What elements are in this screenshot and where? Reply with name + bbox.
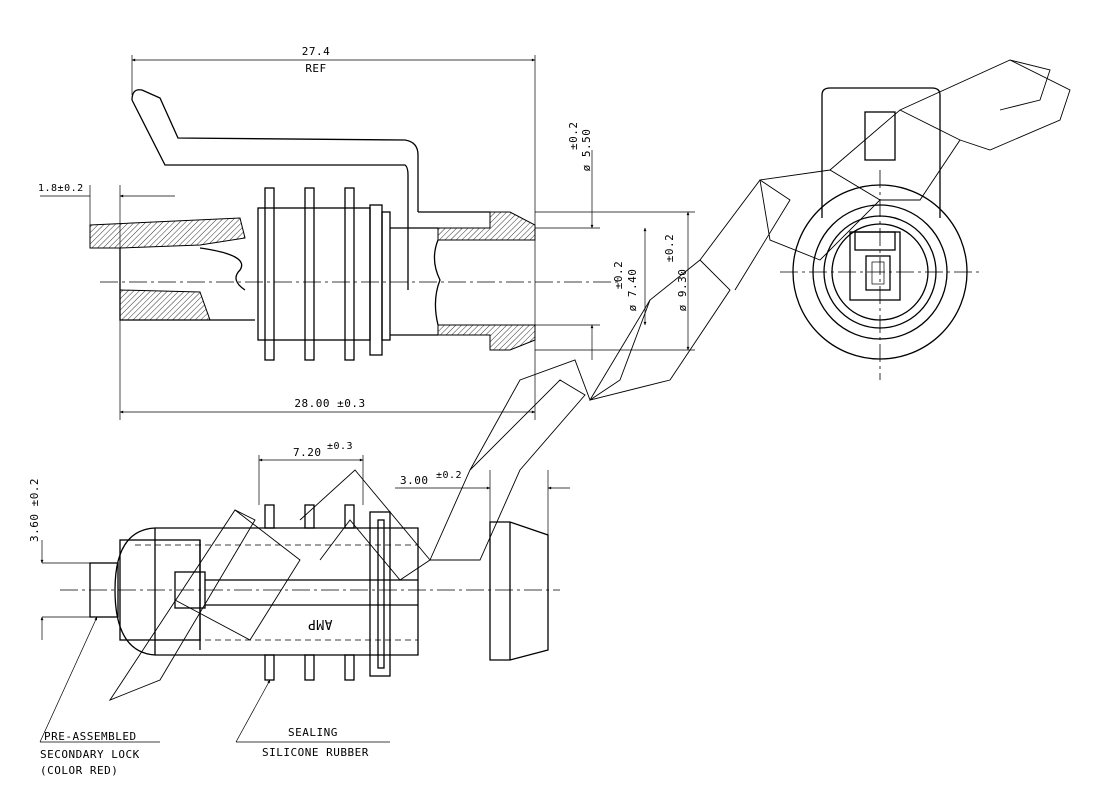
flange: [369, 204, 383, 356]
wire-tube-lower: [437, 324, 536, 351]
side-wire-boot: [489, 521, 549, 661]
amp-body-marking: AMP: [308, 616, 333, 631]
dim-dia-5-50-tol: ±0.2: [567, 122, 580, 151]
end-view: [780, 87, 980, 380]
lock-callout-line3: (COLOR RED): [40, 764, 118, 777]
seal-rib-1: [264, 187, 275, 361]
dim-7-20: 7.20: [293, 446, 322, 459]
rear-insert-lower: [119, 289, 211, 321]
lock-callout-line1: PRE-ASSEMBLED: [44, 730, 137, 743]
dim-1-8: 1.8±0.2: [38, 183, 84, 194]
section-view: 27.4 REF 1.8±0.2 28.00 ±0.3 ±0.2 ø 5.50 …: [38, 45, 695, 420]
seal-callout-line1: SEALING: [288, 726, 338, 739]
dim-dia-7-40: ø 7.40: [626, 269, 639, 312]
end-view-latch: [821, 87, 941, 218]
dim-28-00: 28.00 ±0.3: [294, 397, 365, 410]
side-view: AMP 3.60 ±0.2 7.20 ±0.3 3.00 ±0.2: [28, 441, 570, 743]
seal-callout-line2: SILICONE RUBBER: [262, 746, 369, 759]
latch-arm: [131, 89, 419, 212]
amp-watermark: [108, 59, 1071, 701]
seal-rib-2: [304, 187, 315, 361]
side-body-outline: [114, 527, 419, 656]
dim-dia-9-30-tol: ±0.2: [663, 234, 676, 263]
dim-ref-label: REF: [305, 62, 326, 75]
dim-3-00-tol: ±0.2: [436, 470, 462, 481]
dim-3-60: 3.60 ±0.2: [28, 478, 41, 542]
side-rib-bottom-1: [264, 654, 275, 681]
dim-27-4: 27.4: [302, 45, 331, 58]
side-flange: [369, 511, 391, 677]
wire-tube-upper: [437, 211, 536, 241]
rear-insert-upper: [89, 217, 246, 249]
lock-callout-line2: SECONDARY LOCK: [40, 748, 140, 761]
dim-7-20-tol: ±0.3: [327, 441, 353, 452]
dim-dia-5-50: ø 5.50: [580, 129, 593, 172]
side-rib-top-1: [264, 504, 275, 529]
dim-3-00: 3.00: [400, 474, 429, 487]
dim-dia-7-40-tol: ±0.2: [612, 261, 625, 290]
seal-rib-3: [344, 187, 355, 361]
dim-dia-9-30: ø 9.30: [676, 269, 689, 312]
